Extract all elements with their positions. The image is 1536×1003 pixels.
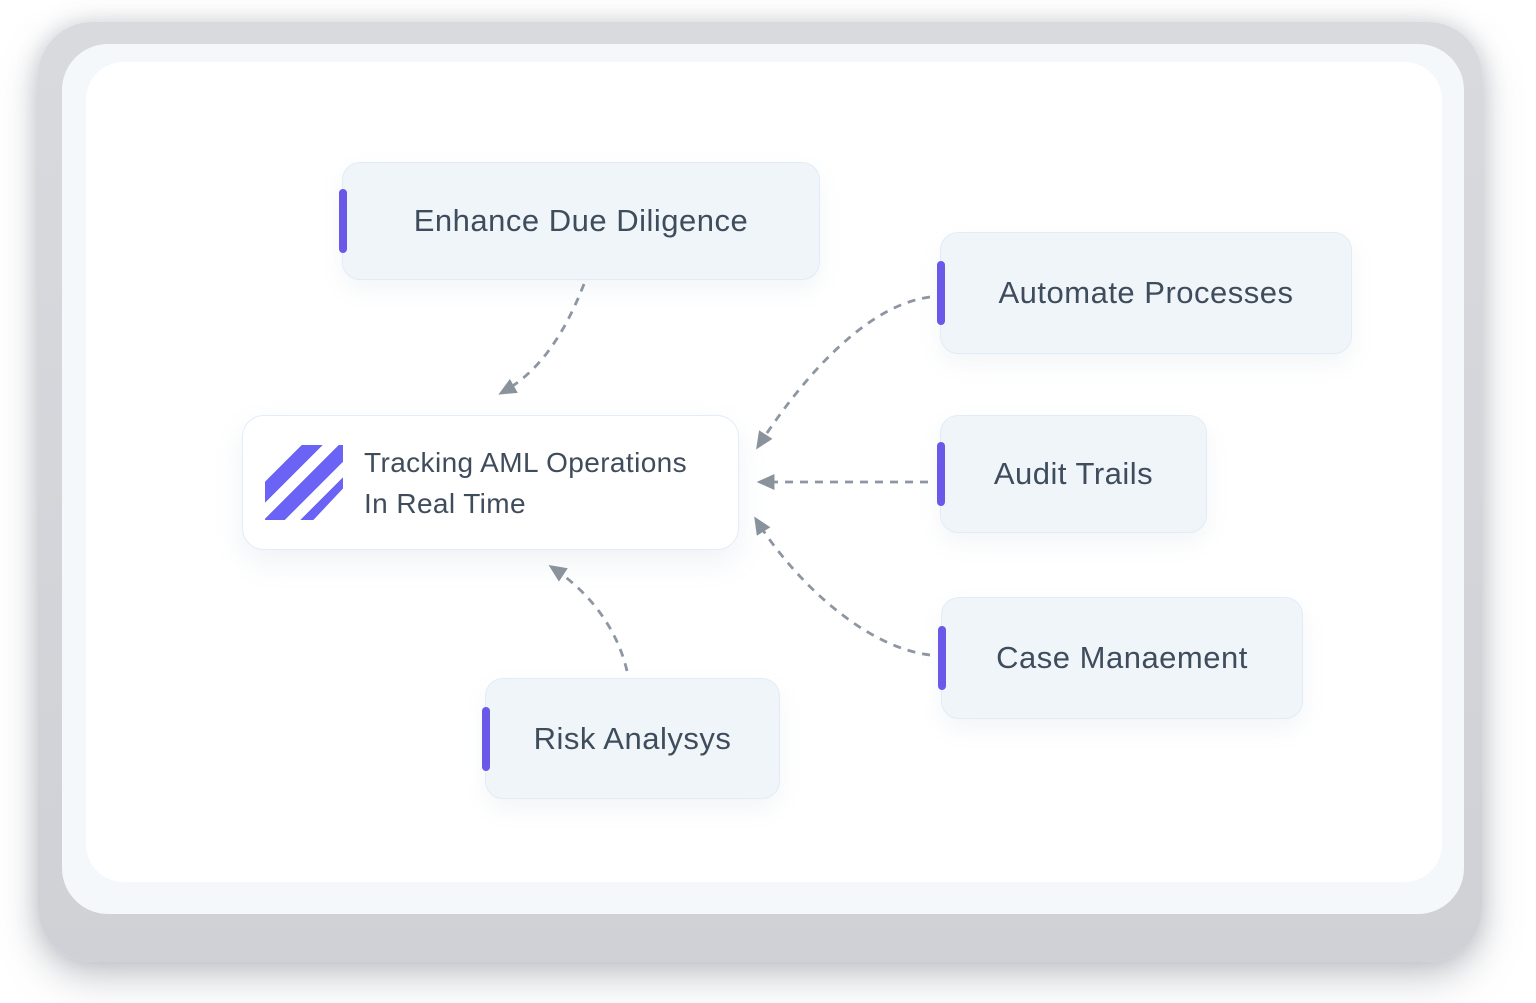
accent-bar [482, 706, 490, 771]
accent-bar [937, 261, 945, 325]
node-risk-analysis: Risk Analysys [482, 678, 780, 799]
brand-logo-icon [265, 445, 343, 520]
node-label: Automate Processes [998, 275, 1294, 310]
accent-bar [938, 626, 946, 690]
node-label: Risk Analysys [533, 720, 732, 756]
node-automate-processes: Automate Processes [937, 232, 1352, 354]
central-title-line1: Tracking AML Operations [364, 446, 688, 478]
accent-bar [937, 442, 945, 506]
central-title-line2: In Real Time [364, 487, 526, 519]
node-label: Case Manaement [996, 640, 1248, 675]
node-audit-trails: Audit Trails [937, 415, 1207, 533]
node-label: Audit Trails [993, 456, 1154, 491]
central-node: Tracking AML Operations In Real Time [242, 415, 739, 550]
central-node-title: Tracking AML Operations In Real Time [364, 442, 687, 524]
node-enhance-due-diligence: Enhance Due Diligence [339, 162, 820, 280]
node-case-management: Case Manaement [938, 597, 1303, 719]
node-label: Enhance Due Diligence [413, 203, 749, 238]
accent-bar [339, 189, 347, 253]
